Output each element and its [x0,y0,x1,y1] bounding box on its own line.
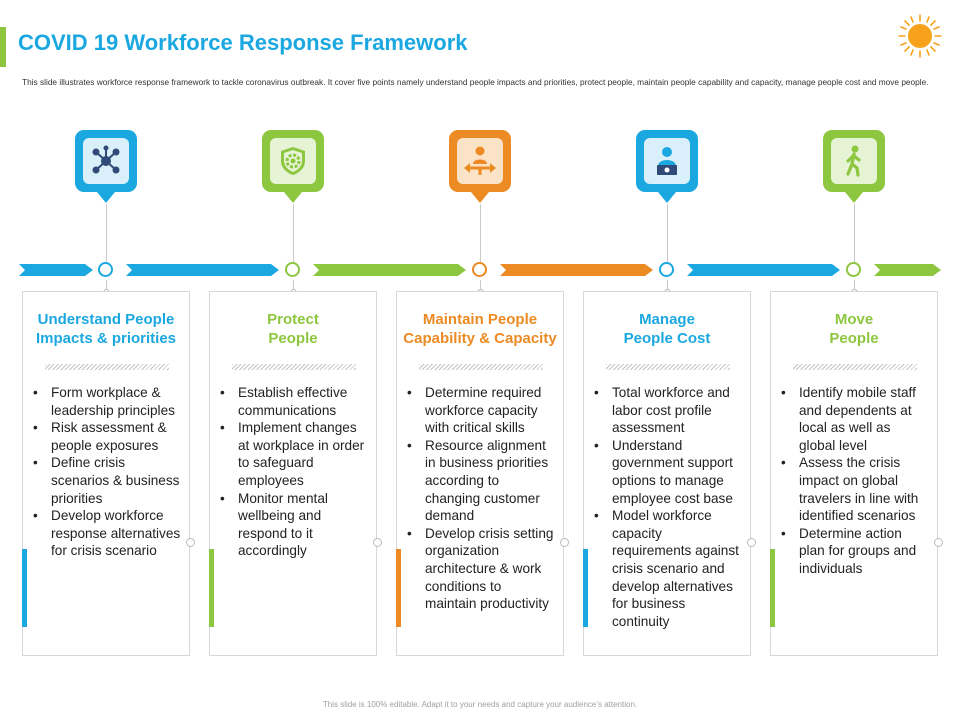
bullet-list: Identify mobile staff and dependents at … [779,384,929,578]
step-5-icon-badge [823,130,885,210]
card-corner-dot [560,538,569,547]
timeline-node [98,262,113,277]
timeline-arrow [687,264,840,276]
card-corner-dot [934,538,943,547]
step-4-icon-badge [636,130,698,210]
connector-line [293,280,294,290]
connector-line [854,204,855,262]
timeline-arrow [500,264,653,276]
employee-cost-icon [657,147,677,175]
network-hub-icon [92,145,120,174]
connector-line [293,204,294,262]
step-1-icon-badge [75,130,137,210]
hatch-divider [45,364,169,370]
list-item: Determine action plan for groups and ind… [779,525,929,578]
bullet-list: Form workplace & leadership principles R… [31,384,181,560]
connector-line [480,204,481,262]
hatch-divider [793,364,917,370]
card-accent-bar [209,549,214,627]
list-item: Understand government support options to… [592,437,742,507]
card-corner-dot [186,538,195,547]
timeline-arrow [19,264,93,276]
list-item: Total workforce and labor cost profile a… [592,384,742,437]
list-item: Resource alignment in business prioritie… [405,437,555,525]
bullet-list: Determine required workforce capacity wi… [405,384,555,613]
list-item: Model workforce capacity requirements ag… [592,507,742,630]
timeline-node [846,262,861,277]
card-accent-bar [770,549,775,627]
list-item: Establish effective communications [218,384,368,419]
timeline-arrow [874,264,941,276]
slide-description: This slide illustrates workforce respons… [22,77,929,87]
bullet-list: Total workforce and labor cost profile a… [592,384,742,630]
title-accent-bar [0,27,6,67]
connector-line [106,204,107,262]
list-item: Identify mobile staff and dependents at … [779,384,929,454]
timeline-node [472,262,487,277]
hatch-divider [232,364,356,370]
connector-line [480,280,481,290]
list-item: Develop crisis setting organization arch… [405,525,555,613]
list-item: Assess the crisis impact on global trave… [779,454,929,524]
walking-person-icon [846,145,861,177]
step-2-icon-badge [262,130,324,210]
timeline-arrow [313,264,466,276]
connector-line [106,280,107,290]
card-accent-bar [22,549,27,627]
list-item: Risk assessment & people exposures [31,419,181,454]
list-item: Determine required workforce capacity wi… [405,384,555,437]
list-item: Implement changes at workplace in order … [218,419,368,489]
list-item: Form workplace & leadership principles [31,384,181,419]
list-item: Monitor mental wellbeing and respond to … [218,490,368,560]
connector-line [667,280,668,290]
hatch-divider [419,364,543,370]
card-accent-bar [583,549,588,627]
list-item: Develop workforce response alternatives … [31,507,181,560]
timeline-node [659,262,674,277]
shield-gear-icon [281,147,305,175]
hatch-divider [606,364,730,370]
card-accent-bar [396,549,401,627]
person-arrows-icon [464,146,496,175]
slide-title: COVID 19 Workforce Response Framework [18,30,468,55]
connector-line [667,204,668,262]
bullet-list: Establish effective communications Imple… [218,384,368,560]
connector-line [854,280,855,290]
step-3-icon-badge [449,130,511,210]
sun-icon [898,14,942,58]
timeline-arrow [126,264,279,276]
card-corner-dot [373,538,382,547]
card-corner-dot [747,538,756,547]
footer-note: This slide is 100% editable. Adapt it to… [322,700,638,709]
list-item: Define crisis scenarios & business prior… [31,454,181,507]
timeline-node [285,262,300,277]
